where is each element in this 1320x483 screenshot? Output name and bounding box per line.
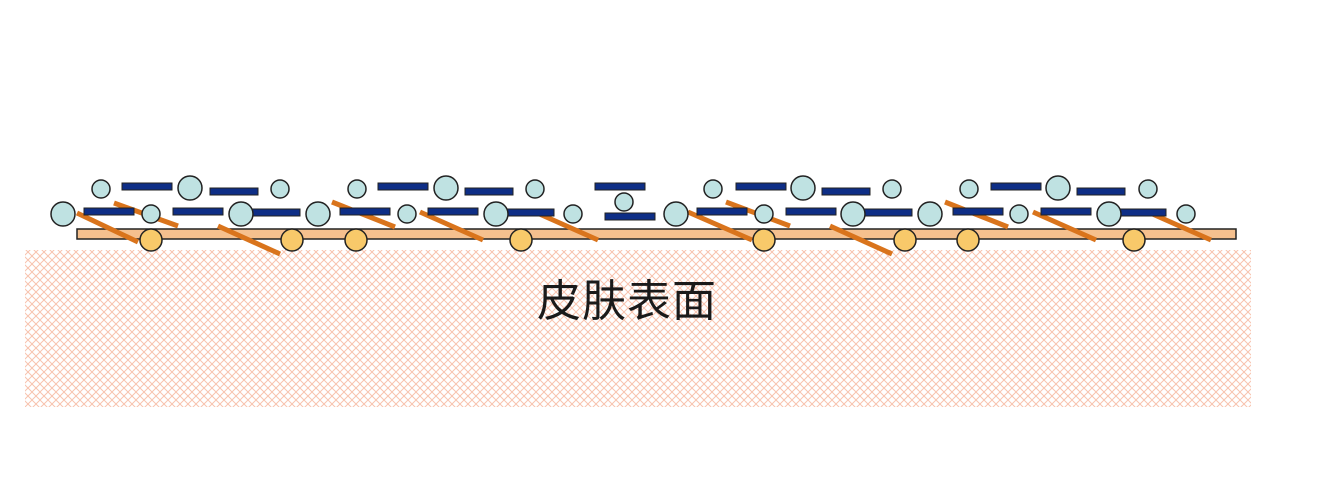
- stick-icon: [828, 223, 894, 257]
- bar-icon: [172, 207, 224, 216]
- circle-icon: [228, 201, 254, 227]
- circle-icon: [141, 204, 161, 224]
- bar-icon: [464, 187, 514, 196]
- bar-icon: [505, 208, 555, 217]
- bar-icon: [990, 182, 1042, 191]
- circle-icon: [347, 179, 367, 199]
- circle-icon: [305, 201, 331, 227]
- circle-icon: [1096, 201, 1122, 227]
- circle-icon: [483, 201, 509, 227]
- stick-icon: [686, 209, 754, 243]
- bar-icon: [604, 212, 656, 221]
- circle-icon: [91, 179, 111, 199]
- circle-icon: [139, 228, 163, 252]
- stick-icon: [418, 209, 485, 243]
- circle-icon: [525, 179, 545, 199]
- circle-icon: [752, 228, 776, 252]
- circle-icon: [1009, 204, 1029, 224]
- circle-icon: [882, 179, 902, 199]
- stick-icon: [1146, 209, 1213, 243]
- bar-icon: [696, 207, 748, 216]
- bar-icon: [735, 182, 787, 191]
- circle-icon: [509, 228, 533, 252]
- circle-icon: [893, 228, 917, 252]
- bar-icon: [1040, 207, 1092, 216]
- circle-icon: [397, 204, 417, 224]
- circle-icon: [1138, 179, 1158, 199]
- bar-icon: [339, 207, 391, 216]
- circle-icon: [959, 179, 979, 199]
- bar-icon: [863, 208, 913, 217]
- circle-icon: [663, 201, 689, 227]
- skin-region: [25, 250, 1251, 407]
- stick-icon: [216, 223, 282, 257]
- circle-icon: [917, 201, 943, 227]
- skin-surface-layer: [76, 228, 1237, 240]
- bar-icon: [594, 182, 646, 191]
- particle-layer: [50, 175, 1213, 257]
- bar-icon: [821, 187, 871, 196]
- bar-icon: [251, 208, 301, 217]
- circle-icon: [280, 228, 304, 252]
- bar-icon: [1117, 208, 1167, 217]
- circle-icon: [433, 175, 459, 201]
- skin-surface-label: 皮肤表面: [537, 276, 717, 327]
- circle-icon: [790, 175, 816, 201]
- circle-icon: [50, 201, 76, 227]
- bar-icon: [785, 207, 837, 216]
- bar-icon: [952, 207, 1004, 216]
- circle-icon: [177, 175, 203, 201]
- bar-icon: [377, 182, 429, 191]
- circle-icon: [754, 204, 774, 224]
- bar-icon: [1076, 187, 1126, 196]
- circle-icon: [344, 228, 368, 252]
- stick-icon: [1031, 209, 1098, 243]
- circle-icon: [270, 179, 290, 199]
- bar-icon: [427, 207, 479, 216]
- stick-icon: [75, 210, 140, 245]
- bar-icon: [121, 182, 173, 191]
- circle-icon: [840, 201, 866, 227]
- circle-icon: [1122, 228, 1146, 252]
- circle-icon: [614, 192, 634, 212]
- circle-icon: [703, 179, 723, 199]
- circle-icon: [1045, 175, 1071, 201]
- circle-icon: [956, 228, 980, 252]
- circle-icon: [563, 204, 583, 224]
- circle-icon: [1176, 204, 1196, 224]
- bar-icon: [83, 207, 135, 216]
- bar-icon: [209, 187, 259, 196]
- stick-icon: [533, 209, 600, 243]
